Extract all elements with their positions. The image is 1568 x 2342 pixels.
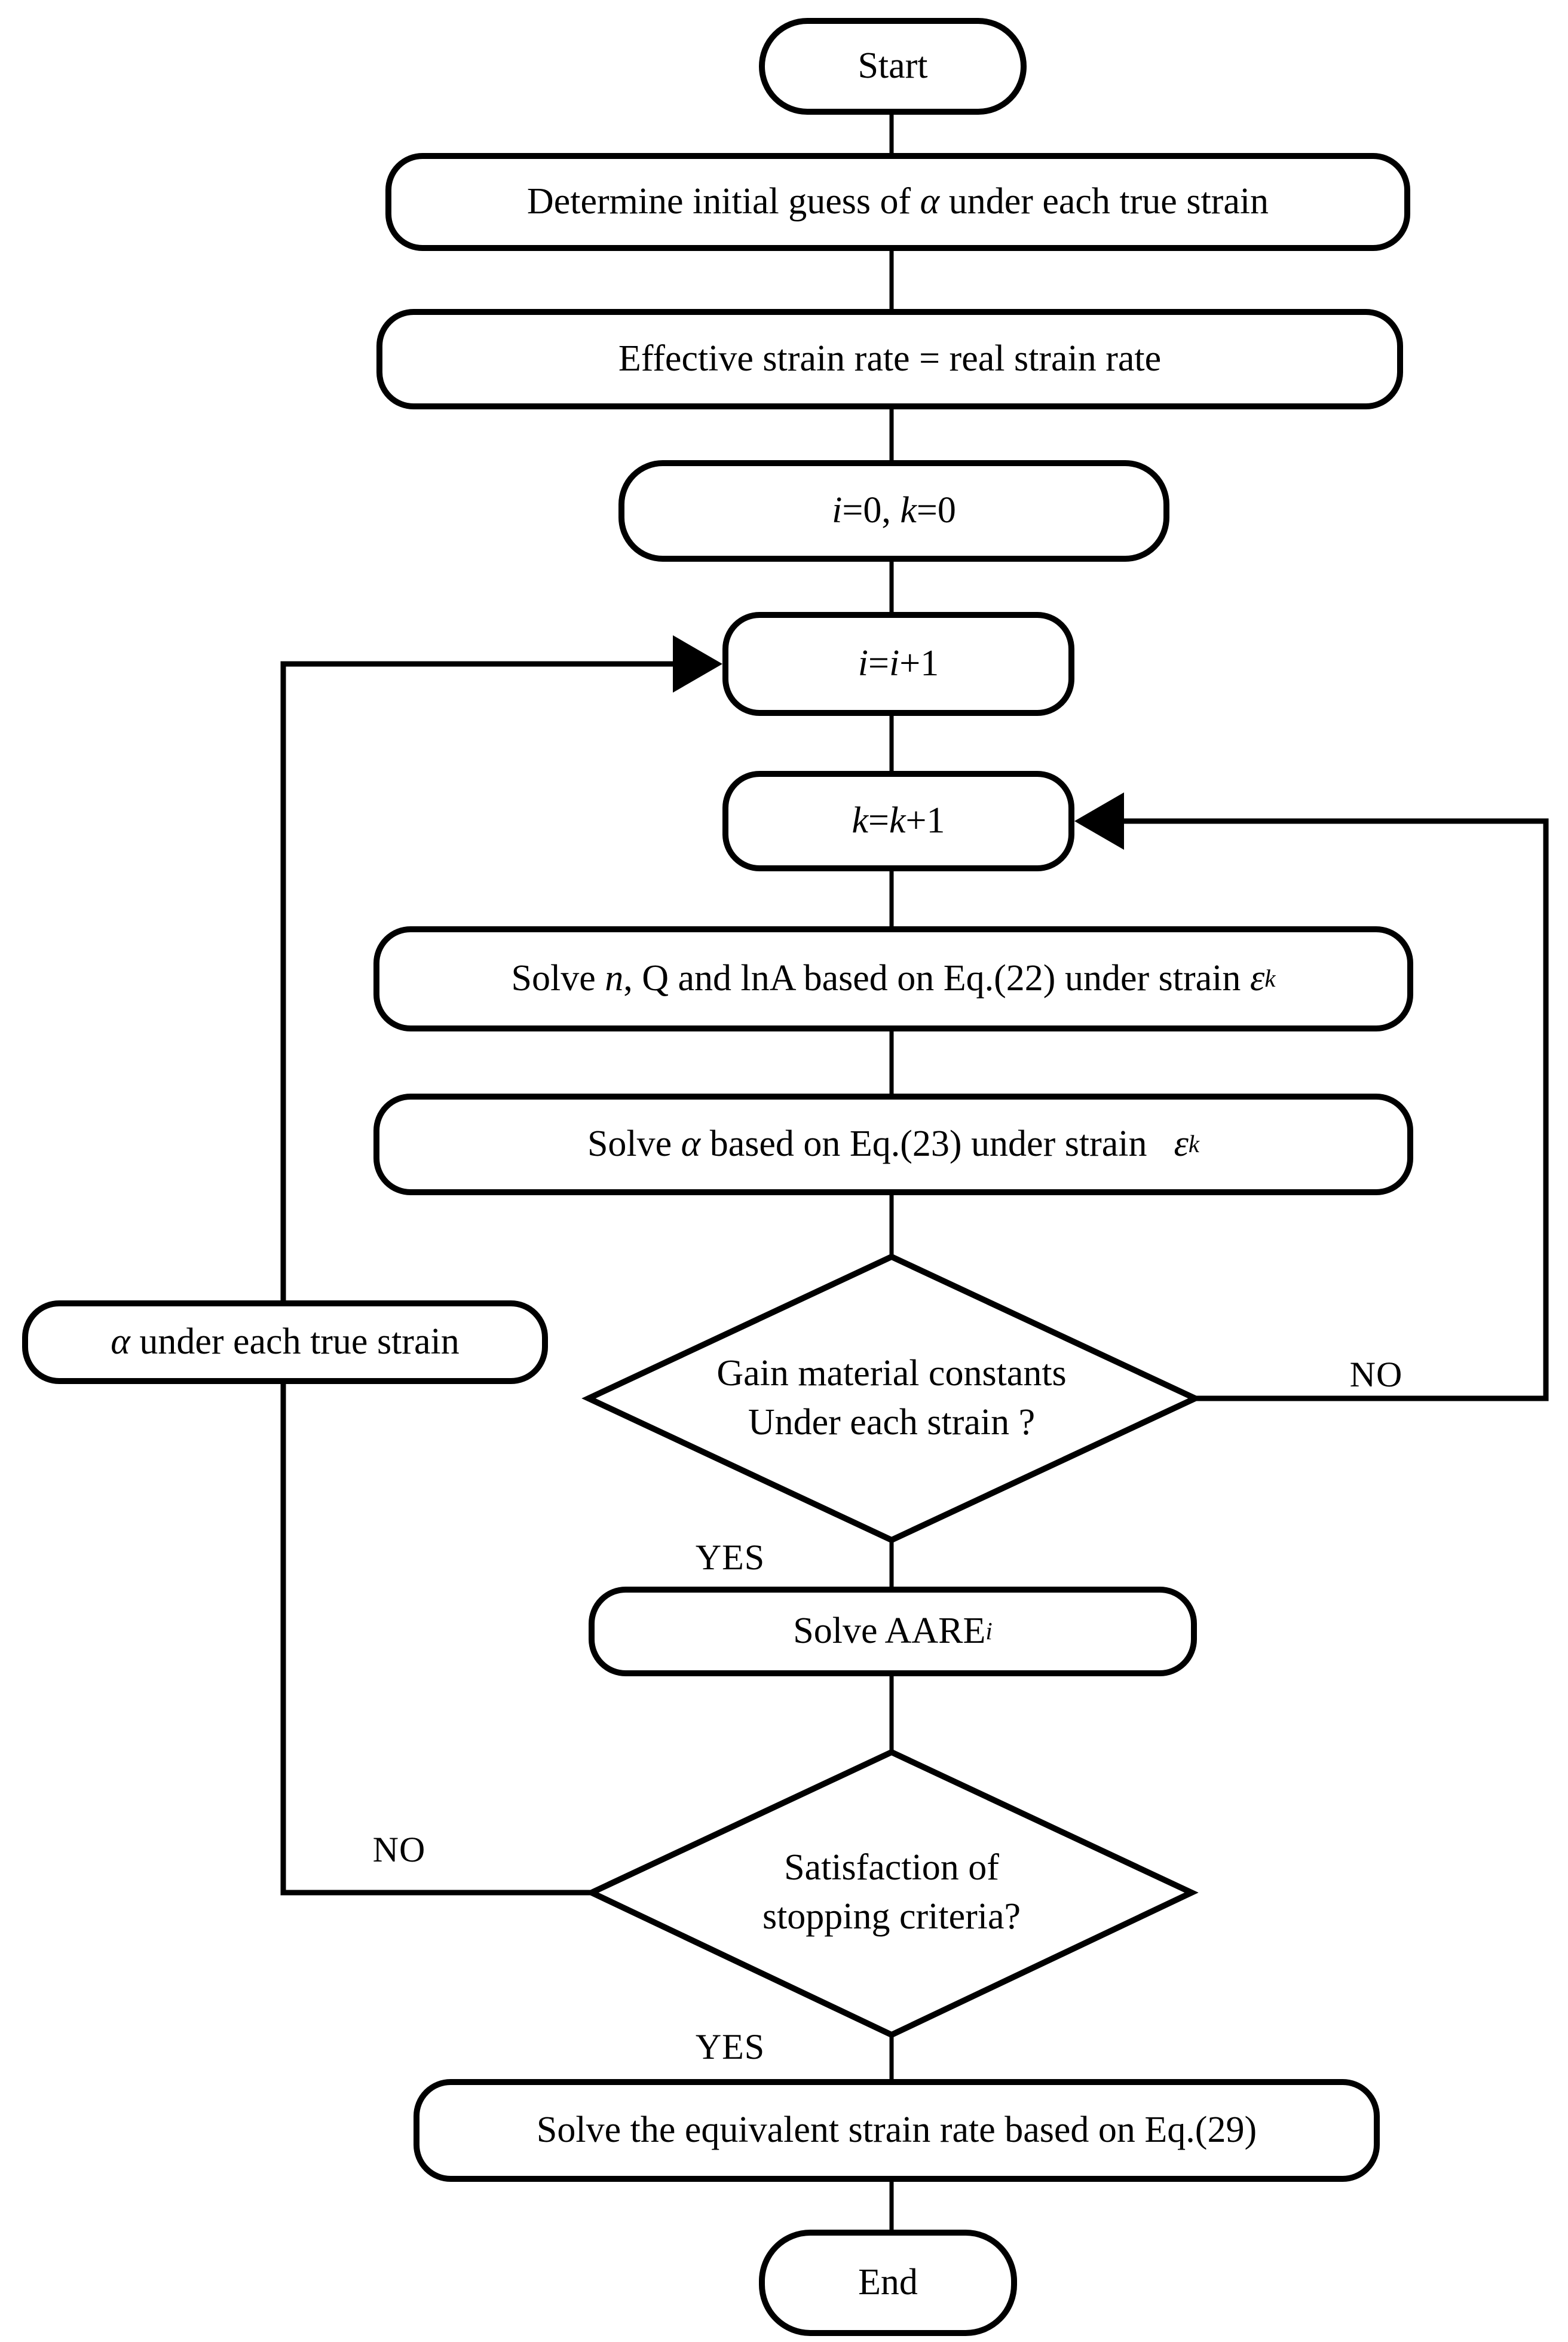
determine-label-post: under each true strain: [939, 181, 1269, 222]
no-label-decision2: NO: [339, 1827, 459, 1872]
yes-label-decision1: YES: [670, 1535, 790, 1580]
inc-i-b: =: [868, 643, 889, 684]
n-symbol: n: [605, 958, 624, 999]
start-label: Start: [858, 45, 928, 87]
start-node: Start: [759, 18, 1027, 115]
solve-eq29-label: Solve the equivalent strain rate based o…: [536, 2110, 1257, 2151]
init-counters-node: i=0, k=0: [618, 460, 1169, 562]
init-eq1: =0,: [842, 490, 901, 531]
alpha-under-each-true-strain-node: α under each true strain: [22, 1300, 548, 1384]
decision-gain-constants-shape: [581, 1253, 1202, 1544]
inc-k-d: +1: [905, 800, 945, 841]
determine-initial-guess-node: Determine initial guess of α under each …: [385, 153, 1410, 251]
decision-stopping-criteria-label: Satisfaction of stopping criteria?: [653, 1805, 1131, 1980]
inc-i-a: i: [858, 643, 869, 684]
epsilon-subscript-k: k: [1264, 965, 1276, 993]
decision-gain-constants-label: Gain material constants Under each strai…: [653, 1309, 1131, 1488]
solve-aare-pre: Solve AARE: [793, 1611, 986, 1652]
inc-i-c: i: [889, 643, 900, 684]
increment-k-node: k=k+1: [722, 771, 1074, 871]
solve-alpha-pre: Solve: [587, 1123, 681, 1165]
solve-equivalent-strain-rate-node: Solve the equivalent strain rate based o…: [414, 2079, 1380, 2182]
effective-strain-rate-node: Effective strain rate = real strain rate: [376, 309, 1403, 409]
determine-label-pre: Determine initial guess of: [526, 181, 920, 222]
inc-k-a: k: [852, 800, 869, 841]
inc-i-d: +1: [899, 643, 939, 684]
wire-no-constants-loop-to-inc-k: [1120, 818, 1549, 1401]
end-label: End: [858, 2262, 918, 2303]
decision-gain-constants-line1: Gain material constants: [716, 1353, 1067, 1394]
solve-nq-pre: Solve: [511, 958, 605, 999]
wire-no-stop-loop-to-inc-i: [280, 661, 681, 1896]
alpha-symbol: α: [111, 1321, 130, 1363]
end-node: End: [759, 2230, 1017, 2336]
init-k-symbol: k: [900, 490, 917, 531]
solve-alpha-mid: based on Eq.(23) under strain: [700, 1123, 1147, 1165]
aare-subscript-i: i: [985, 1618, 993, 1645]
no-label-text: NO: [372, 1829, 426, 1869]
epsilon-symbol: ε: [1250, 958, 1265, 999]
epsilon-symbol: ε: [1174, 1123, 1189, 1165]
alpha-symbol: α: [681, 1123, 701, 1165]
alpha-box-post: under each true strain: [130, 1321, 460, 1363]
decision-stopping-criteria-shape: [584, 1749, 1199, 2038]
yes-label-text: YES: [695, 1537, 765, 1577]
epsilon-subscript-k: k: [1188, 1131, 1200, 1158]
increment-i-node: i=i+1: [722, 612, 1074, 716]
init-i-symbol: i: [832, 490, 843, 531]
decision-stop-line1: Satisfaction of: [784, 1847, 999, 1888]
inc-k-c: k: [889, 800, 906, 841]
yes-label-text: YES: [695, 2026, 765, 2067]
yes-label-decision2: YES: [670, 2024, 790, 2069]
no-label-decision1: NO: [1316, 1352, 1436, 1397]
decision-gain-constants-line2: Under each strain ?: [748, 1402, 1036, 1443]
solve-n-q-lna-node: Solve n, Q and lnA based on Eq.(22) unde…: [373, 926, 1413, 1031]
init-eq2: =0: [916, 490, 956, 531]
solve-nq-mid: , Q and lnA based on Eq.(22) under strai…: [623, 958, 1250, 999]
arrowhead-into-inc-i-icon: [673, 635, 722, 693]
inc-k-b: =: [868, 800, 889, 841]
decision-stop-line2: stopping criteria?: [762, 1896, 1021, 1937]
no-label-text: NO: [1349, 1354, 1403, 1394]
arrowhead-into-inc-k-icon: [1074, 792, 1124, 850]
effective-label: Effective strain rate = real strain rate: [618, 338, 1162, 379]
alpha-symbol: α: [920, 181, 940, 222]
